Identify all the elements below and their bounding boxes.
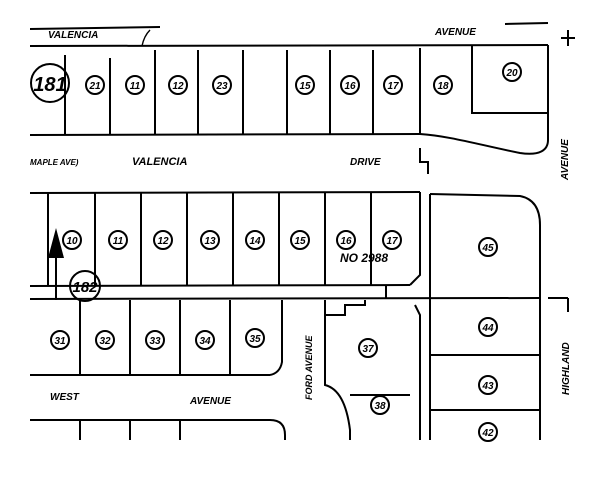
lot-number: 21 — [85, 75, 105, 95]
lot-number-text: 37 — [362, 344, 374, 355]
lot-number: 15 — [295, 75, 315, 95]
lot-number-text: 44 — [481, 323, 494, 334]
lot-number-text: 10 — [66, 236, 78, 247]
lot-number: 17 — [382, 230, 402, 250]
lot-number: 31 — [50, 330, 70, 350]
street-label-valencia-drive: VALENCIA — [132, 156, 187, 168]
lot-number: 18 — [433, 75, 453, 95]
lot-number-text: 33 — [149, 336, 161, 347]
block-181-outline — [29, 22, 575, 174]
north-arrow-icon — [48, 228, 64, 258]
lot-number-text: 13 — [204, 236, 216, 247]
lot-number: 45 — [478, 237, 498, 257]
lot-number: 35 — [245, 328, 265, 348]
lot-number: 15 — [290, 230, 310, 250]
lot-number-text: 15 — [299, 81, 311, 92]
svg-text:182: 182 — [72, 279, 98, 296]
street-label-maple-ave: MAPLE AVE) — [30, 158, 79, 167]
lot-number-text: 21 — [88, 81, 101, 92]
lot-number-text: 32 — [99, 336, 111, 347]
lot-number: 20 — [502, 62, 522, 82]
lot-number-text: 12 — [172, 81, 184, 92]
lot-number: 11 — [125, 75, 145, 95]
lot-number-text: 12 — [157, 236, 169, 247]
lot-number: 44 — [478, 317, 498, 337]
lot-number-text: 14 — [249, 236, 261, 247]
block-182-outline — [29, 191, 569, 440]
street-label-avenue-right: AVENUE — [560, 139, 571, 181]
lot-number: 16 — [340, 75, 360, 95]
street-label-ford-avenue: FORD AVENUE — [304, 335, 314, 401]
lot-number-text: 34 — [199, 336, 211, 347]
block-181-label: 181 — [30, 63, 70, 103]
lot-number: 23 — [212, 75, 232, 95]
lot-number-text: 23 — [215, 81, 228, 92]
street-label-west: WEST — [50, 392, 80, 403]
lot-number: 42 — [478, 422, 498, 442]
street-label-drive: DRIVE — [350, 157, 381, 168]
lot-number-text: 17 — [387, 81, 399, 92]
lot-number-text: 43 — [481, 381, 494, 392]
lot-number: 11 — [108, 230, 128, 250]
lot-number-text: 18 — [437, 81, 449, 92]
lot-number: 14 — [245, 230, 265, 250]
street-label-avenue-top: AVENUE — [434, 27, 476, 38]
lot-number-text: 20 — [505, 68, 518, 79]
street-label-west-avenue: AVENUE — [189, 396, 231, 407]
lot-number: 43 — [478, 375, 498, 395]
lower-lots-outline — [30, 298, 541, 440]
lot-number-text: 35 — [249, 334, 261, 345]
lot-number-text: 38 — [374, 401, 386, 412]
lot-number-text: 45 — [481, 243, 494, 254]
lot-number: 12 — [153, 230, 173, 250]
lot-number: 17 — [383, 75, 403, 95]
street-label-valencia-top: VALENCIA — [48, 30, 98, 41]
tract-number: NO 2988 — [340, 251, 388, 265]
lot-number: 38 — [370, 395, 390, 415]
block-182-label: 182 — [69, 270, 101, 302]
lot-number: 10 — [62, 230, 82, 250]
lot-number-text: 42 — [481, 428, 494, 439]
lot-number: 13 — [200, 230, 220, 250]
lot-number-text: 31 — [54, 336, 66, 347]
lot-number-text: 11 — [130, 81, 141, 92]
lot-number-text: 16 — [344, 81, 356, 92]
street-label-highland: HIGHLAND — [561, 342, 572, 395]
lot-number: 32 — [95, 330, 115, 350]
svg-text:181: 181 — [33, 74, 66, 96]
lot-number-text: 16 — [340, 236, 352, 247]
lot-number: 37 — [358, 338, 378, 358]
lot-number: 34 — [195, 330, 215, 350]
lot-number: 16 — [336, 230, 356, 250]
lot-number-text: 15 — [294, 236, 306, 247]
lot-number: 12 — [168, 75, 188, 95]
lot-number: 33 — [145, 330, 165, 350]
lot-number-text: 17 — [386, 236, 398, 247]
lot-number-text: 11 — [113, 236, 124, 247]
